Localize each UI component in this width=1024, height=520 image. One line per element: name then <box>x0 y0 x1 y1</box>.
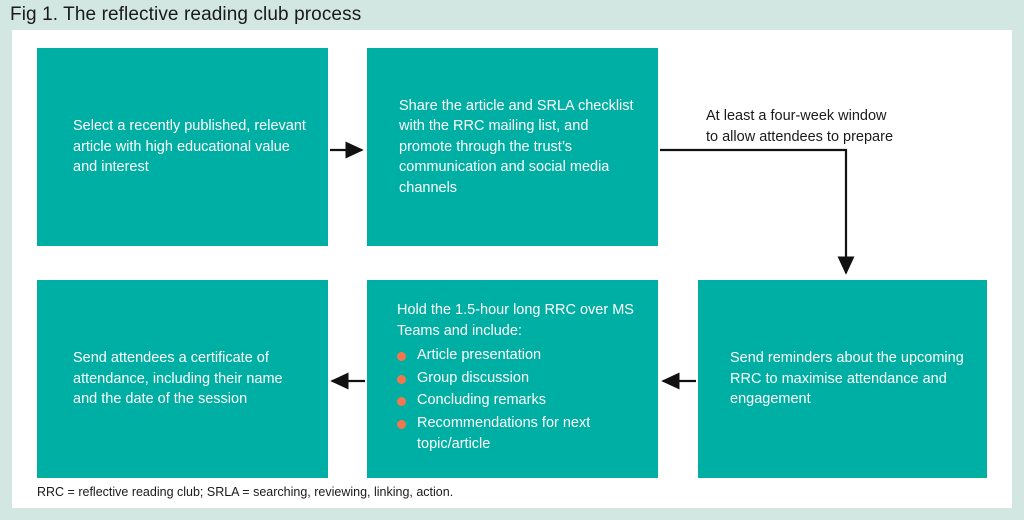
process-step-1[interactable]: Select a recently published, relevant ar… <box>37 48 328 246</box>
list-item-label: Recommendations for next topic/article <box>417 414 591 453</box>
list-item-label: Article presentation <box>417 347 542 363</box>
figure-title: Fig 1. The reflective reading club proce… <box>10 4 362 25</box>
bullet-dot-icon <box>397 397 406 406</box>
wait-window-annotation: At least a four-week window to allow att… <box>706 108 894 145</box>
process-step-5[interactable]: Send attendees a certificate of attendan… <box>37 280 328 478</box>
bullet-dot-icon <box>397 419 406 429</box>
process-step-3[interactable]: Send reminders about the upcoming RRC to… <box>698 280 987 478</box>
process-step-4-heading: Hold the 1.5-hour long RRC over MS Teams… <box>397 302 634 339</box>
bullet-dot-icon <box>397 374 406 384</box>
list-item: Article presentation <box>397 345 636 367</box>
process-step-4[interactable]: Hold the 1.5-hour long RRC over MS Teams… <box>367 280 658 478</box>
figure-footnote: RRC = reflective reading club; SRLA = se… <box>37 485 454 499</box>
process-step-4-inner: Hold the 1.5-hour long RRC over MS Teams… <box>367 280 658 457</box>
process-step-3-text: Send reminders about the upcoming RRC to… <box>730 350 964 408</box>
process-step-3-inner: Send reminders about the upcoming RRC to… <box>698 348 987 410</box>
bullet-dot-icon <box>397 352 406 361</box>
process-step-1-inner: Select a recently published, relevant ar… <box>37 116 328 178</box>
arrow-step2-to-step3 <box>660 148 855 275</box>
list-item: Concluding remarks <box>397 390 636 412</box>
list-item-label: Group discussion <box>417 369 530 386</box>
process-step-4-bullet-list: Article presentation Group discussion Co… <box>397 345 636 456</box>
process-step-1-text: Select a recently published, relevant ar… <box>73 118 306 176</box>
list-item-label: Concluding remarks <box>417 392 546 408</box>
diagram-canvas: Select a recently published, relevant ar… <box>12 30 1012 508</box>
process-step-5-text: Send attendees a certificate of attendan… <box>73 350 283 408</box>
process-step-5-inner: Send attendees a certificate of attendan… <box>37 348 328 410</box>
process-step-2-text: Share the article and SRLA checklist wit… <box>399 97 634 196</box>
list-item: Group discussion <box>397 368 636 390</box>
process-step-2-inner: Share the article and SRLA checklist wit… <box>367 96 658 199</box>
list-item: Recommendations for next topic/article <box>397 413 636 456</box>
process-step-2[interactable]: Share the article and SRLA checklist wit… <box>367 48 658 246</box>
